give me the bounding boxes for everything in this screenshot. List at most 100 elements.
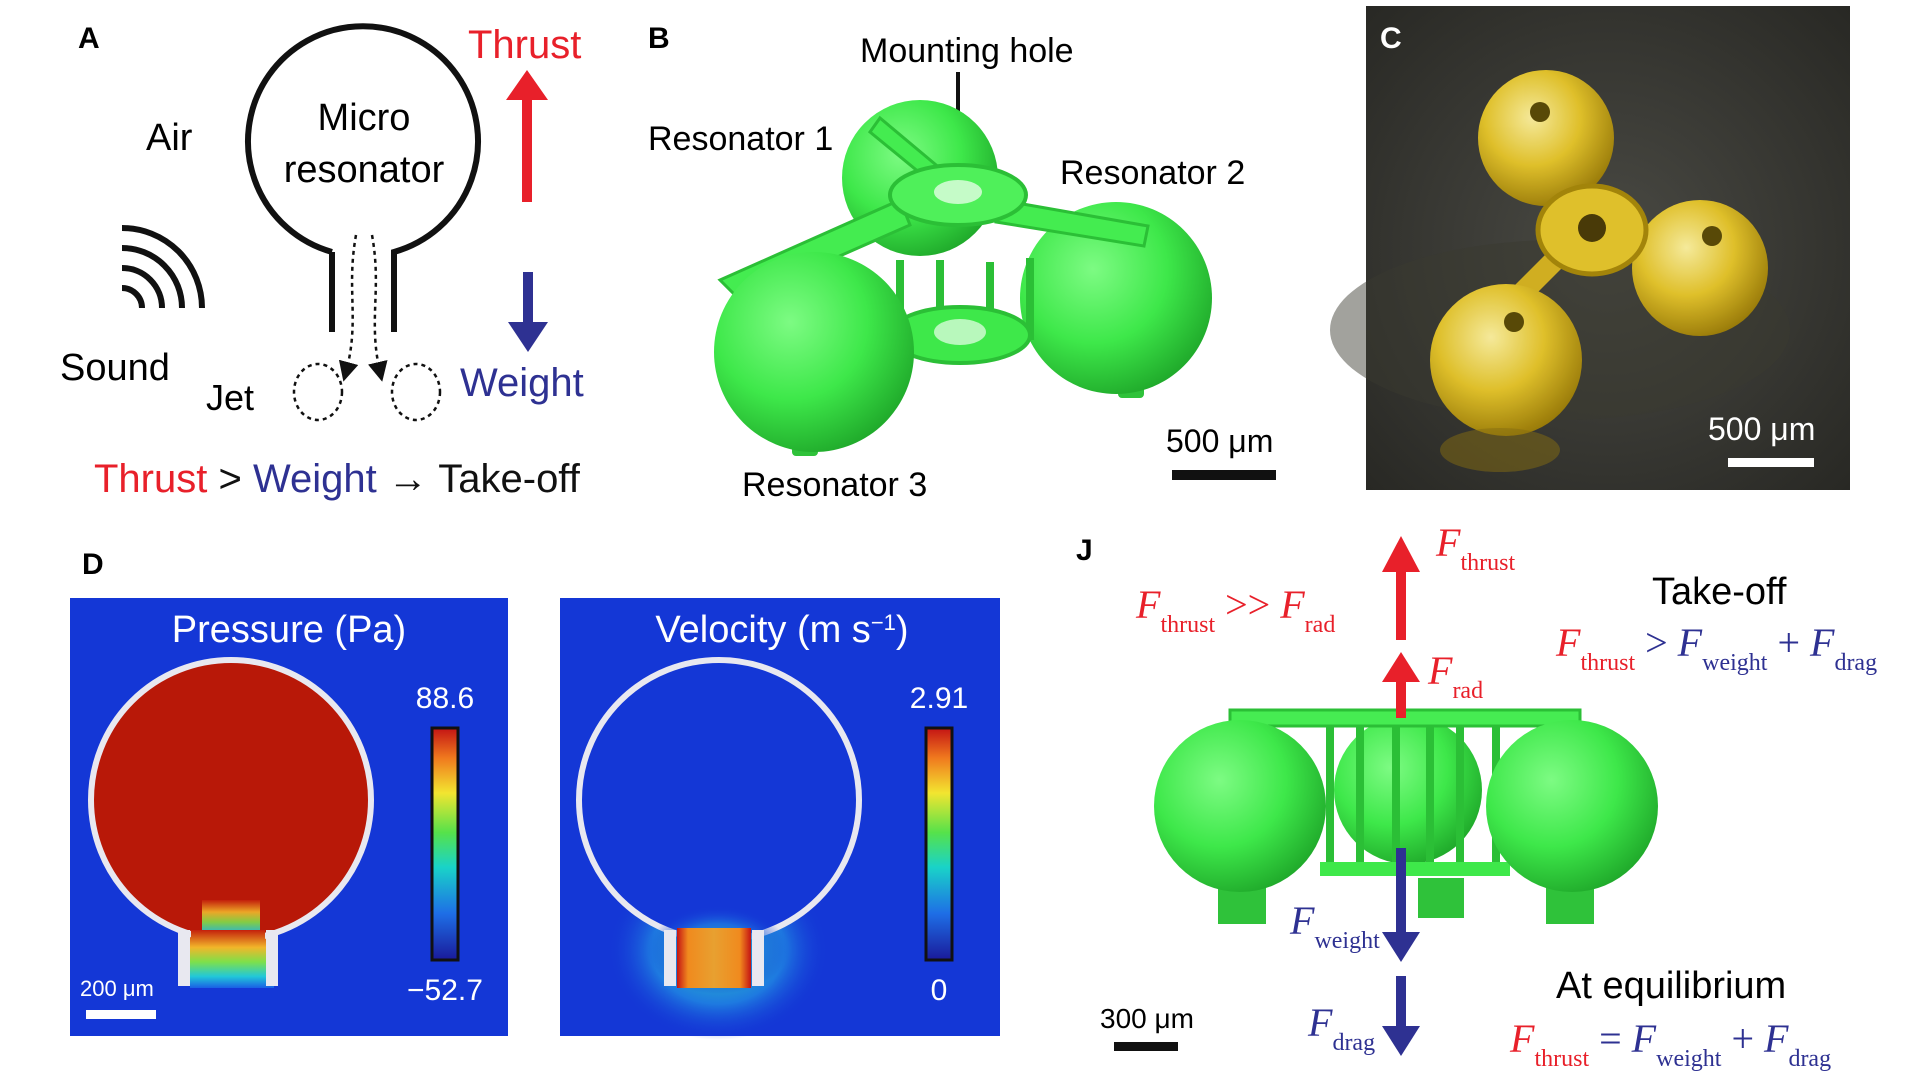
resonator-3-sphere: [714, 252, 914, 452]
takeoff-heading: Take-off: [1652, 571, 1787, 613]
f-weight-subscript: weight: [1314, 928, 1380, 954]
eq-sub1: thrust: [1534, 1046, 1589, 1072]
f-rad-arrow: [1382, 652, 1420, 718]
thrust-vs-rad-relation: Fthrust >> Frad: [1135, 582, 1335, 638]
panel-c-letter: C: [1380, 22, 1402, 55]
eq-f3: F: [1763, 1016, 1789, 1061]
eq-f1: F: [1509, 1016, 1535, 1061]
resonator-label: resonator: [284, 149, 445, 191]
panel-d-scale-label: 200 μm: [80, 976, 154, 1001]
velocity-colorbar: [924, 726, 954, 962]
f-weight-arrow: [1382, 848, 1420, 962]
micro-resonator-outline: [245, 23, 481, 332]
equilibrium-heading: At equilibrium: [1556, 965, 1786, 1007]
weight-arrow: [508, 272, 548, 352]
eq-op1: =: [1589, 1016, 1632, 1061]
f-thrust-symbol: F: [1435, 520, 1461, 565]
rel1-op: >>: [1215, 582, 1280, 627]
panel-c: C 500 μm: [1330, 6, 1850, 490]
panel-a: A Micro resonator Air Sound Jet Thrust: [60, 22, 584, 501]
to-sub3: drag: [1834, 650, 1877, 676]
rel1-sub1: thrust: [1160, 612, 1215, 638]
panel-b-scale-label: 500 μm: [1166, 423, 1273, 459]
f-drag-label: Fdrag: [1307, 1000, 1375, 1056]
panel-j-scale-label: 300 μm: [1100, 1003, 1194, 1034]
to-f2: F: [1677, 620, 1703, 665]
sound-waves-icon: [121, 225, 205, 309]
eq-sub3: drag: [1788, 1046, 1831, 1072]
thrust-weight-equation: Thrust > Weight → Take-off: [94, 457, 581, 501]
f-thrust-subscript: thrust: [1460, 550, 1515, 576]
takeoff-equation: Fthrust > Fweight + Fdrag: [1555, 620, 1877, 676]
velocity-title: Velocity (m s−1): [655, 609, 908, 651]
pressure-min: −52.7: [407, 974, 483, 1007]
panel-b: B Mounting hole Resonator 1 Resonator 2 …: [648, 22, 1276, 504]
resonator-3-label: Resonator 3: [742, 466, 927, 504]
eq-weight: Weight: [253, 457, 377, 501]
f-rad-symbol: F: [1427, 648, 1453, 693]
micro-label: Micro: [318, 97, 411, 139]
f-rad-label: Frad: [1427, 648, 1483, 704]
to-f3: F: [1809, 620, 1835, 665]
panel-j-scale-bar: [1114, 1042, 1178, 1051]
panel-d: D Pressure (Pa) 88.6 −52.7 200 μm: [70, 548, 1000, 1040]
f-thrust-arrow: [1382, 536, 1420, 640]
eq-gt: >: [207, 457, 253, 501]
rel1-f2: F: [1279, 582, 1305, 627]
air-label: Air: [146, 117, 193, 159]
panel-j: J: [1076, 520, 1877, 1072]
panel-a-letter: A: [78, 22, 100, 55]
printed-resonator-photo: [1330, 70, 1790, 472]
to-f1: F: [1555, 620, 1581, 665]
resonator-model-side: [1154, 708, 1658, 924]
to-sub1: thrust: [1580, 650, 1635, 676]
velocity-title-close: ): [896, 609, 909, 651]
mounting-hole-label: Mounting hole: [860, 32, 1074, 70]
rel1-f1: F: [1135, 582, 1161, 627]
jet-flow-lines: [292, 234, 442, 422]
eq-thrust: Thrust: [94, 457, 207, 501]
to-op2: +: [1767, 620, 1810, 665]
pressure-colorbar: [430, 726, 460, 962]
panel-c-scale-label: 500 μm: [1708, 411, 1815, 447]
f-weight-label: Fweight: [1289, 898, 1380, 954]
f-thrust-label: Fthrust: [1435, 520, 1515, 576]
jet-label: Jet: [206, 377, 254, 418]
panel-j-letter: J: [1076, 534, 1093, 567]
f-rad-subscript: rad: [1452, 678, 1483, 704]
pressure-title: Pressure (Pa): [172, 609, 406, 651]
eq-arrow: →: [377, 457, 439, 501]
resonator-2-sphere: [1020, 202, 1212, 394]
to-op1: >: [1635, 620, 1678, 665]
panel-d-scale-bar: [86, 1010, 156, 1019]
equilibrium-equation: Fthrust = Fweight + Fdrag: [1509, 1016, 1831, 1072]
f-weight-symbol: F: [1289, 898, 1315, 943]
sound-label: Sound: [60, 347, 170, 389]
pressure-max: 88.6: [416, 682, 474, 715]
thrust-arrow: [506, 70, 548, 202]
eq-sub2: weight: [1656, 1046, 1722, 1072]
weight-label: Weight: [460, 361, 584, 405]
thrust-label: Thrust: [468, 23, 581, 67]
velocity-title-main: Velocity (m s: [655, 609, 870, 651]
panel-d-letter: D: [82, 548, 104, 581]
panel-b-letter: B: [648, 22, 670, 55]
resonator-model-3d: [714, 100, 1212, 456]
pressure-plot: Pressure (Pa) 88.6 −52.7 200 μm: [70, 598, 508, 1036]
f-drag-subscript: drag: [1332, 1030, 1375, 1056]
eq-takeoff: Take-off: [438, 457, 580, 501]
eq-op2: +: [1721, 1016, 1764, 1061]
eq-f2: F: [1631, 1016, 1657, 1061]
panel-c-scale-bar: [1728, 458, 1814, 467]
velocity-title-sup: −1: [871, 610, 896, 635]
resonator-2-label: Resonator 2: [1060, 154, 1245, 192]
velocity-min: 0: [931, 974, 948, 1007]
panel-b-scale-bar: [1172, 470, 1276, 480]
f-drag-symbol: F: [1307, 1000, 1333, 1045]
velocity-plot: Velocity (m s−1) 2.91 0: [560, 598, 1000, 1040]
f-drag-arrow: [1382, 976, 1420, 1056]
velocity-max: 2.91: [910, 682, 968, 715]
resonator-1-label: Resonator 1: [648, 120, 833, 158]
to-sub2: weight: [1702, 650, 1768, 676]
